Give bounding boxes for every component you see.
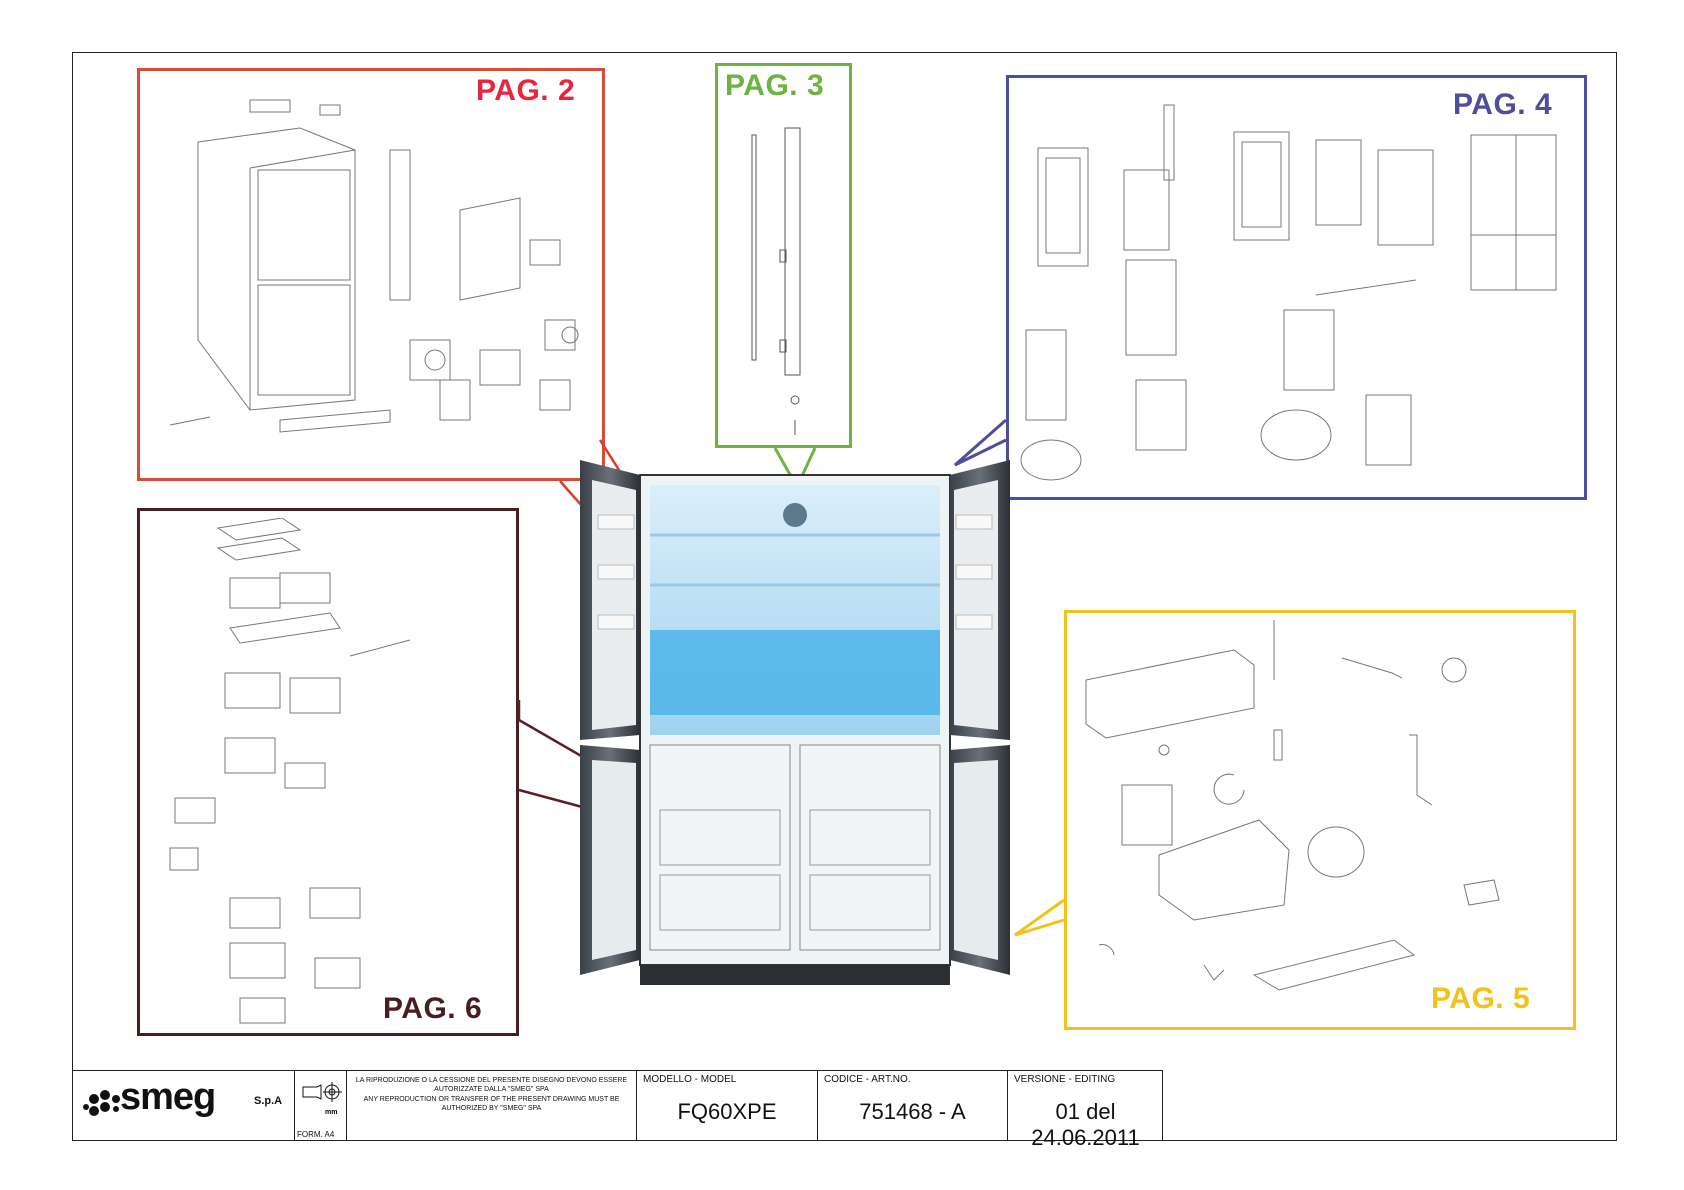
pag6-drawers-drawing bbox=[169, 518, 411, 1024]
version-value: 01 del 24.06.2011 bbox=[1031, 1099, 1140, 1150]
projection-icon bbox=[302, 1082, 342, 1102]
title-block: smeg S.p.A mm FORM. A4 LA RIPRODUZIONE O… bbox=[72, 1070, 1163, 1150]
drawing-sheet-border bbox=[72, 52, 1617, 1141]
brand-suffix: S.p.A bbox=[254, 1095, 283, 1107]
brand-dots-icon bbox=[83, 1090, 120, 1116]
pag2-frame[interactable] bbox=[137, 68, 605, 481]
pag5-frame[interactable] bbox=[1064, 610, 1576, 1030]
pag3-door-strip-drawing bbox=[751, 127, 801, 435]
pag5-label[interactable]: PAG. 5 bbox=[1431, 982, 1531, 1015]
mm-label: mm bbox=[325, 1109, 338, 1116]
copyright-notice: LA RIPRODUZIONE O LA CESSIONE DEL PRESEN… bbox=[346, 1071, 636, 1141]
model-value: FQ60XPE bbox=[677, 1099, 777, 1124]
notice-english: ANY REPRODUCTION OR TRANSFER OF THE PRES… bbox=[363, 1096, 620, 1112]
pag2-exploded-cabinet-drawing bbox=[169, 99, 579, 433]
version-cell: VERSIONE - EDITING 01 del 24.06.2011 bbox=[1007, 1071, 1163, 1150]
brand-name: smeg bbox=[120, 1076, 216, 1118]
code-caption: CODICE - ART.NO. bbox=[824, 1074, 911, 1085]
projection-symbol: mm FORM. A4 bbox=[294, 1071, 346, 1141]
pag6-label[interactable]: PAG. 6 bbox=[383, 992, 483, 1025]
model-cell: MODELLO - MODEL FQ60XPE bbox=[636, 1071, 817, 1141]
code-value: 751468 - A bbox=[859, 1099, 966, 1124]
model-caption: MODELLO - MODEL bbox=[643, 1074, 737, 1085]
version-caption: VERSIONE - EDITING bbox=[1014, 1074, 1116, 1085]
form-label: FORM. A4 bbox=[297, 1130, 335, 1139]
pag3-label[interactable]: PAG. 3 bbox=[725, 69, 825, 102]
pag4-label[interactable]: PAG. 4 bbox=[1453, 88, 1553, 121]
pag2-label[interactable]: PAG. 2 bbox=[476, 74, 576, 107]
brand-logo: smeg S.p.A bbox=[72, 1071, 294, 1141]
fridge-photo bbox=[580, 460, 1010, 985]
pag4-doors-drawing bbox=[1020, 104, 1557, 481]
pag5-compressor-drawing bbox=[1085, 620, 1500, 991]
notice-italian: LA RIPRODUZIONE O LA CESSIONE DEL PRESEN… bbox=[355, 1077, 628, 1093]
pag4-frame[interactable] bbox=[1006, 75, 1587, 500]
code-cell: CODICE - ART.NO. 751468 - A bbox=[817, 1071, 1007, 1141]
pag6-frame[interactable] bbox=[137, 508, 519, 1036]
